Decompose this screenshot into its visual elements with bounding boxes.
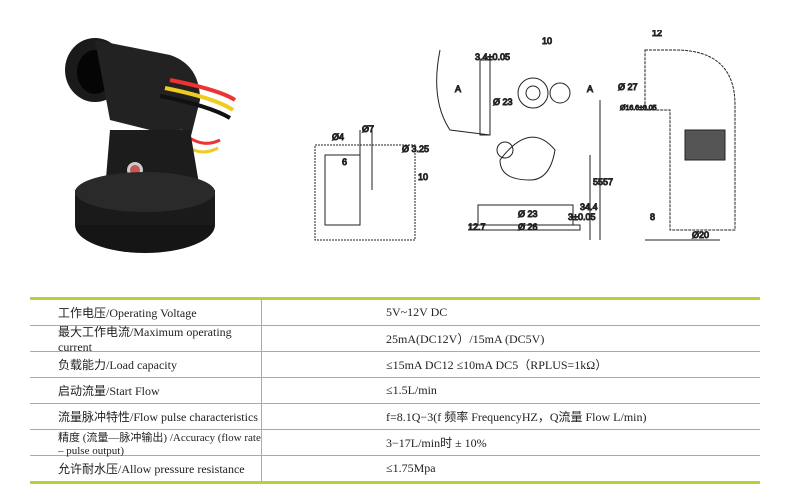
table-row: 精度 (流量—脉冲输出) /Accuracy (flow rate – puls… [30,430,760,457]
dim-label: Ø 26 [518,222,538,232]
spec-value: 25mA(DC12V）/15mA (DC5V) [386,332,545,346]
product-photo [65,38,237,253]
table-row: 负载能力/Load capacity ≤15mA DC12 ≤10mA DC5（R… [30,352,760,378]
spec-label: 流量脉冲特性/Flow pulse characteristics [30,404,262,429]
cross-section-view [644,49,736,241]
spec-value: ≤1.75Mpa [386,461,436,475]
dim-label: 8 [650,212,655,222]
dim-label: 3.4±0.05 [475,52,510,62]
dim-label: Ø7 [362,124,374,134]
dim-label: Ø 27 [618,82,638,92]
spec-label: 最大工作电流/Maximum operating current [30,325,262,354]
dim-label: 12.7 [468,222,486,232]
spec-value: 3−17L/min时 ± 10% [386,436,487,450]
spec-label: 允许耐水压/Allow pressure resistance [30,456,262,481]
dim-label: 12 [652,30,662,38]
dim-label: 10 [418,172,428,182]
front-view [436,49,601,240]
spec-value: ≤1.5L/min [386,383,437,397]
dim-label: Ø 23 [518,209,538,219]
spec-label: 启动流量/Start Flow [30,378,262,403]
section-mark: A [587,84,593,94]
dim-label: Ø 23 [493,97,513,107]
table-row: 工作电压/Operating Voltage 5V~12V DC [30,300,760,326]
table-row: 最大工作电流/Maximum operating current 25mA(DC1… [30,325,760,354]
spec-label: 负载能力/Load capacity [30,352,262,377]
spec-table: 工作电压/Operating Voltage 5V~12V DC 最大工作电流/M… [30,297,760,484]
dim-label: 10 [542,36,552,46]
table-row: 流量脉冲特性/Flow pulse characteristics f=8.1Q−… [30,404,760,430]
dim-label: 57 [603,177,613,187]
dim-label: 3±0.05 [568,212,595,222]
side-section-view [314,130,416,241]
table-row: 启动流量/Start Flow ≤1.5L/min [30,378,760,404]
dim-label: Ø 3.25 [402,144,429,154]
dim-label: 6 [342,157,347,167]
dim-label: Ø16.6±0.05 [620,105,657,112]
spec-value: f=8.1Q−3(f 频率 FrequencyHZ，Q流量 Flow L/min… [386,410,647,424]
technical-drawing: 3.4±0.05 10 A A Ø 23 Ø 3.25 Ø4 Ø7 6 10 5… [314,30,736,241]
table-row: 允许耐水压/Allow pressure resistance ≤1.75Mpa [30,456,760,481]
dim-label: 55 [593,177,603,187]
dim-label: Ø4 [332,132,344,142]
spec-label: 精度 (流量—脉冲输出) /Accuracy (flow rate – puls… [30,430,262,457]
spec-label: 工作电压/Operating Voltage [30,300,262,325]
section-mark: A [455,84,461,94]
spec-value: ≤15mA DC12 ≤10mA DC5（RPLUS=1kΩ） [386,358,608,372]
dim-label: Ø20 [692,230,709,240]
dim-label: 34.4 [580,202,598,212]
spec-value: 5V~12V DC [386,305,448,319]
